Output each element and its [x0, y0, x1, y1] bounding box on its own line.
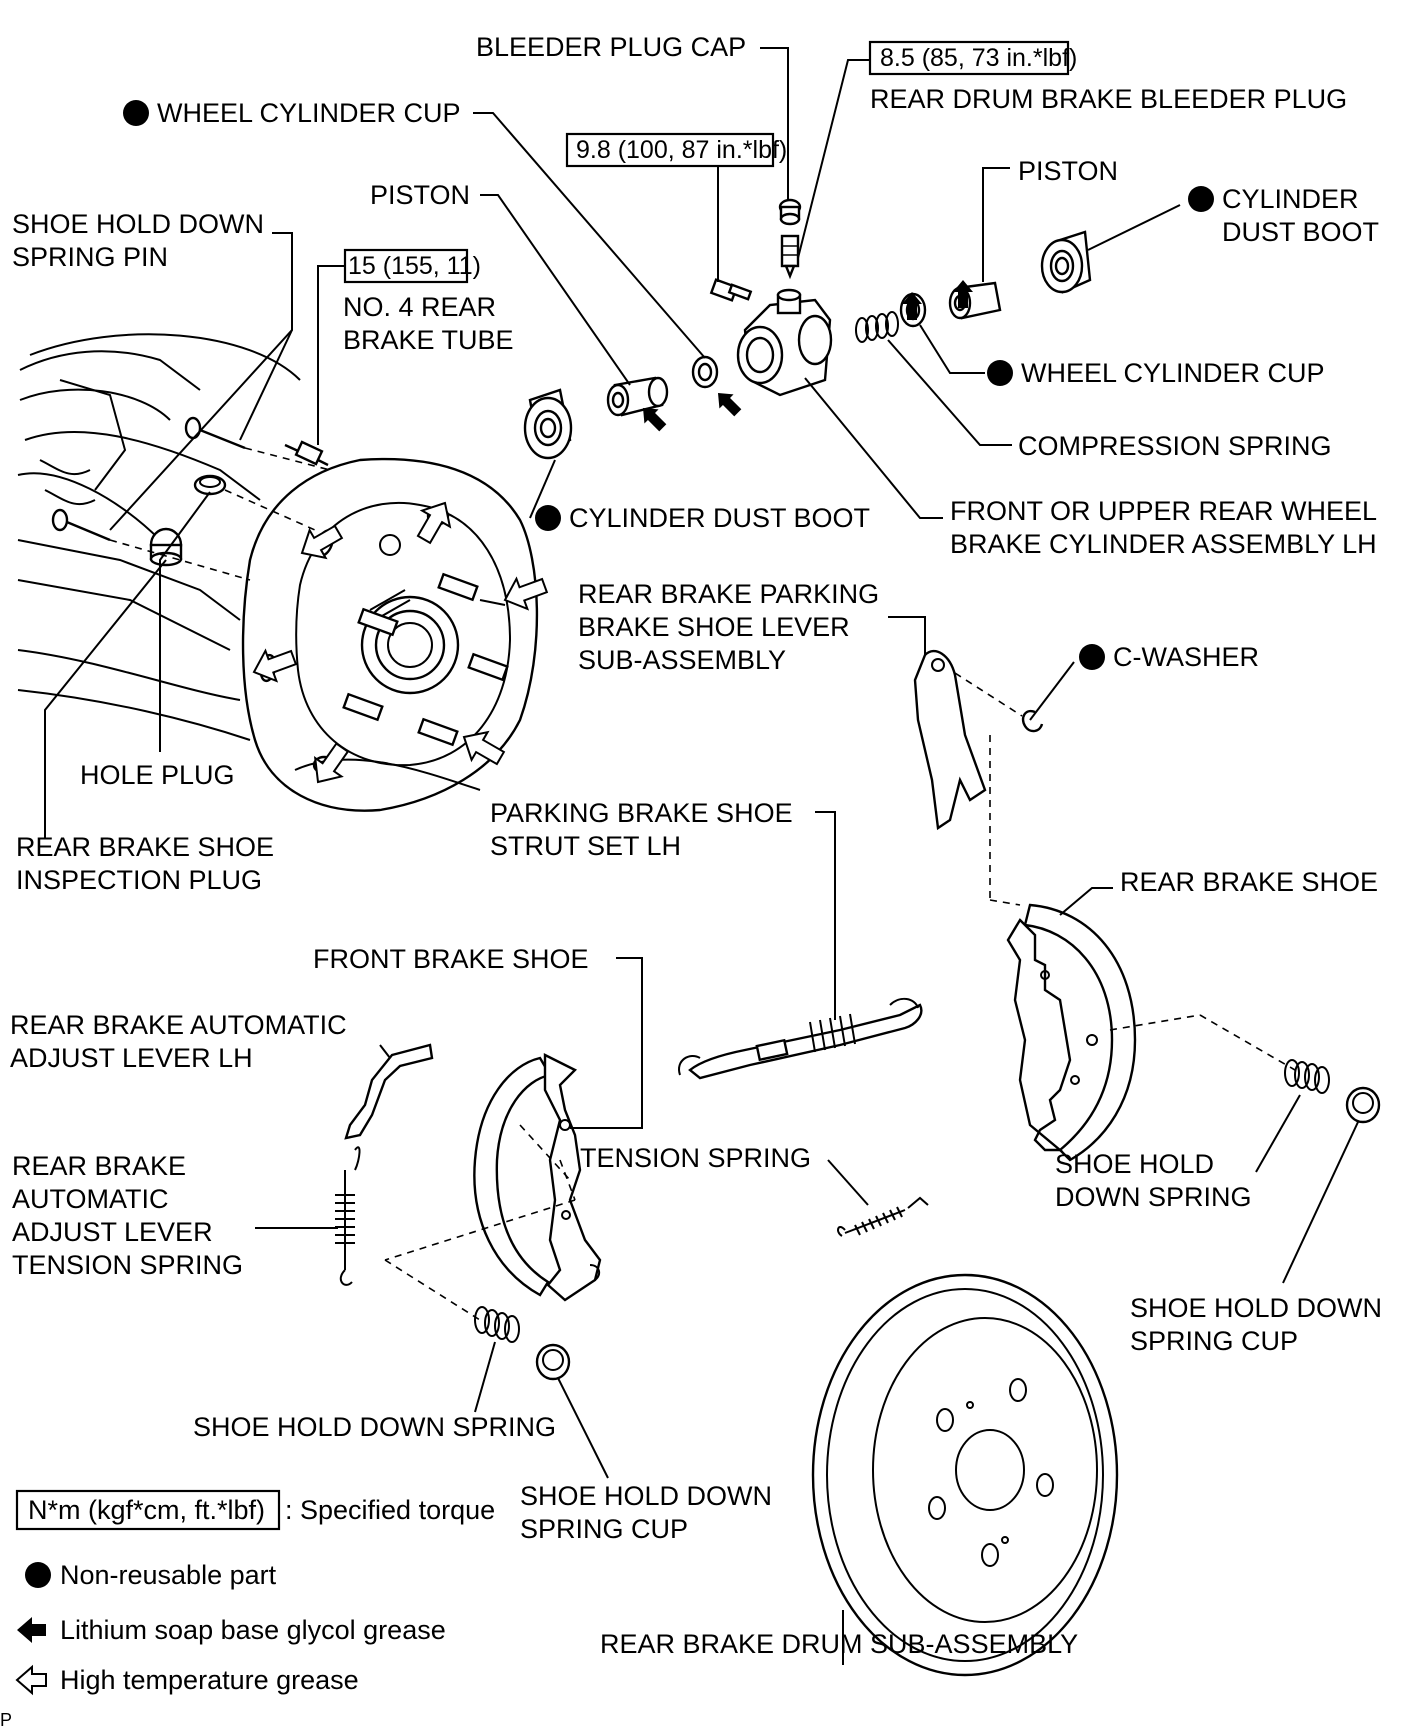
non-reusable-dot-icon: [25, 1562, 51, 1588]
torque-value-cylinder-bolt: 9.8 (100, 87 in.*lbf): [576, 136, 787, 164]
label-parking-brake-lever-3: SUB-ASSEMBLY: [578, 645, 786, 675]
label-no-4-rear-brake-tube-1: NO. 4 REAR: [343, 292, 496, 322]
cylinder-dust-boot-right: [1040, 230, 1092, 294]
shoe-hold-down-spring-bottom: [474, 1306, 520, 1343]
label-c-washer: C-WASHER: [1113, 642, 1259, 672]
rear-brake-automatic-adjust-lever: [344, 1043, 434, 1140]
label-strut-set-1: PARKING BRAKE SHOE: [490, 798, 793, 828]
backing-plate-group: [17, 333, 551, 812]
piston-left: [606, 376, 669, 417]
label-shoe-hold-down-spring-cup-right-1: SHOE HOLD DOWN: [1130, 1293, 1382, 1323]
label-auto-adjust-lever-2: ADJUST LEVER LH: [10, 1043, 253, 1073]
rear-brake-automatic-adjust-lever-tension-spring: [335, 1146, 361, 1286]
legend-lithium-text: Lithium soap base glycol grease: [60, 1615, 446, 1645]
label-cylinder-dust-boot-right-2: DUST BOOT: [1222, 217, 1379, 247]
label-inspection-plug-2: INSPECTION PLUG: [16, 865, 262, 895]
legend-lithium: Lithium soap base glycol grease: [17, 1615, 446, 1645]
label-rear-brake-shoe: REAR BRAKE SHOE: [1120, 867, 1378, 897]
label-wheel-cylinder-assy-1: FRONT OR UPPER REAR WHEEL: [950, 496, 1377, 526]
label-cylinder-dust-boot-right-1: CYLINDER: [1222, 184, 1359, 214]
legend-torque-text: : Specified torque: [285, 1495, 495, 1525]
cylinder-dust-boot-left: [523, 388, 573, 460]
wheel-cylinder-cup-left: [691, 355, 719, 389]
legend-torque-box: N*m (kgf*cm, ft.*lbf): [28, 1495, 265, 1525]
label-auto-adjust-lever-1: REAR BRAKE AUTOMATIC: [10, 1010, 347, 1040]
legend-high-temp-text: High temperature grease: [60, 1665, 359, 1695]
torque-spec-bleeder: 8.5 (85, 73 in.*lbf): [868, 40, 1077, 76]
label-no-4-rear-brake-tube-2: BRAKE TUBE: [343, 325, 514, 355]
shoe-hold-down-spring-pin: [51, 416, 246, 542]
non-reusable-dot-icon: [1188, 186, 1214, 212]
shoe-hold-down-spring-cup-bottom: [535, 1343, 571, 1381]
label-shoe-hold-down-spring-pin-2: SPRING PIN: [12, 242, 168, 272]
no-4-rear-brake-tube: [284, 440, 329, 467]
torque-spec-brake-tube: 15 (155, 11): [343, 248, 481, 284]
label-tension-spring: TENSION SPRING: [580, 1143, 811, 1173]
label-piston-right: PISTON: [1018, 156, 1118, 186]
label-parking-brake-lever-1: REAR BRAKE PARKING: [578, 579, 879, 609]
hole-plug: [193, 474, 227, 496]
rear-brake-drum-sub-assembly: [811, 1273, 1119, 1677]
label-rear-brake-drum: REAR BRAKE DRUM SUB-ASSEMBLY: [600, 1629, 1078, 1659]
non-reusable-dot-icon: [987, 360, 1013, 386]
label-cylinder-dust-boot-left: CYLINDER DUST BOOT: [569, 503, 870, 533]
wheel-cylinder-group: [523, 198, 1092, 460]
shoe-hold-down-spring-right: [1284, 1059, 1330, 1094]
label-shoe-hold-down-spring-right-1: SHOE HOLD: [1055, 1149, 1214, 1179]
non-reusable-dot-icon: [123, 100, 149, 126]
wheel-cylinder-body: [736, 288, 833, 397]
bleeder-plug-cap: [778, 198, 802, 226]
parking-brake-shoe-strut-set: [678, 997, 923, 1080]
legend-high-temp: High temperature grease: [15, 1664, 359, 1696]
tension-spring: [837, 1196, 929, 1237]
label-adjust-lever-spring-3: ADJUST LEVER: [12, 1217, 213, 1247]
label-adjust-lever-spring-1: REAR BRAKE: [12, 1151, 186, 1181]
torque-spec-cylinder-bolt: 9.8 (100, 87 in.*lbf): [565, 132, 787, 168]
label-compression-spring: COMPRESSION SPRING: [1018, 431, 1332, 461]
label-hole-plug: HOLE PLUG: [80, 760, 235, 790]
label-inspection-plug-1: REAR BRAKE SHOE: [16, 832, 274, 862]
label-shoe-hold-down-spring-cup-bottom-1: SHOE HOLD DOWN: [520, 1481, 772, 1511]
non-reusable-dot-icon: [1079, 644, 1105, 670]
parking-brake-lever-group: [913, 649, 1044, 906]
label-adjust-lever-spring-2: AUTOMATIC: [12, 1184, 169, 1214]
label-wheel-cylinder-cup-right: WHEEL CYLINDER CUP: [1021, 358, 1325, 388]
high-temp-grease-arrow-icon: [15, 1664, 47, 1696]
footer-mark: P: [0, 1710, 12, 1730]
label-shoe-hold-down-spring-cup-bottom-2: SPRING CUP: [520, 1514, 688, 1544]
legend-torque: N*m (kgf*cm, ft.*lbf) : Specified torque: [15, 1489, 495, 1531]
label-shoe-hold-down-spring-bottom: SHOE HOLD DOWN SPRING: [193, 1412, 556, 1442]
lithium-grease-arrow-icon: [710, 385, 745, 420]
legend-non-reusable-text: Non-reusable part: [60, 1560, 277, 1590]
label-front-brake-shoe: FRONT BRAKE SHOE: [313, 944, 589, 974]
label-shoe-hold-down-spring-pin-1: SHOE HOLD DOWN: [12, 209, 264, 239]
label-wheel-cylinder-assy-2: BRAKE CYLINDER ASSEMBLY LH: [950, 529, 1377, 559]
front-brake-shoe: [473, 1053, 602, 1302]
lithium-grease-arrow-icon: [17, 1617, 46, 1643]
label-wheel-cylinder-cup-top: WHEEL CYLINDER CUP: [157, 98, 461, 128]
compression-spring: [855, 311, 899, 343]
non-reusable-dot-icon: [535, 505, 561, 531]
label-piston-left: PISTON: [370, 180, 470, 210]
leader-lines: [44, 47, 1359, 1665]
label-bleeder-plug-cap: BLEEDER PLUG CAP: [476, 32, 746, 62]
torque-value-brake-tube: 15 (155, 11): [348, 252, 481, 280]
legend-non-reusable: Non-reusable part: [25, 1560, 277, 1590]
shoe-hold-down-spring-cup-right: [1345, 1086, 1381, 1124]
torque-value-bleeder: 8.5 (85, 73 in.*lbf): [880, 44, 1077, 72]
wheel-cylinder-bolt: [709, 278, 753, 302]
rear-brake-shoe: [1006, 903, 1296, 1162]
label-strut-set-2: STRUT SET LH: [490, 831, 681, 861]
rear-drum-brake-bleeder-plug: [780, 234, 800, 280]
label-shoe-hold-down-spring-cup-right-2: SPRING CUP: [1130, 1326, 1298, 1356]
label-parking-brake-lever-2: BRAKE SHOE LEVER: [578, 612, 850, 642]
label-adjust-lever-spring-4: TENSION SPRING: [12, 1250, 243, 1280]
legend: N*m (kgf*cm, ft.*lbf) : Specified torque…: [15, 1489, 495, 1696]
label-rear-drum-brake-bleeder-plug: REAR DRUM BRAKE BLEEDER PLUG: [870, 84, 1347, 114]
label-shoe-hold-down-spring-right-2: DOWN SPRING: [1055, 1182, 1252, 1212]
